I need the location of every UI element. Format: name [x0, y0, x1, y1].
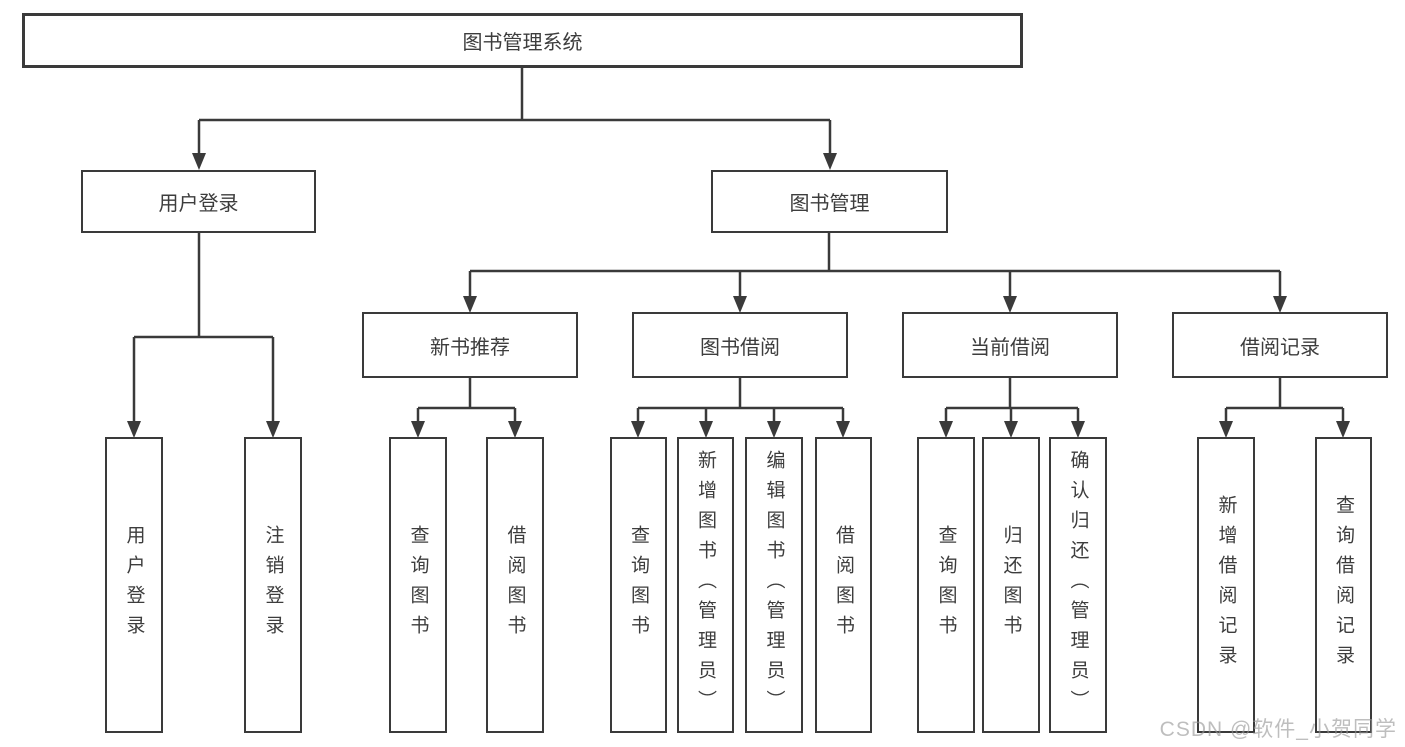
leaf-confirm-return-admin: 确认归还（管理员） [1049, 437, 1107, 733]
leaf-query-books-1: 查询图书 [389, 437, 447, 733]
node-label: 图书管理 [789, 193, 870, 215]
leaf-borrow-books-2: 借阅图书 [815, 437, 872, 733]
leaf-label: 新增借阅记录 [1215, 495, 1237, 675]
leaf-user-login: 用户登录 [105, 437, 163, 733]
leaf-label: 注销登录 [262, 525, 284, 645]
node-label: 新书推荐 [430, 336, 510, 359]
node-library-management-system: 图书管理系统 [22, 13, 1023, 68]
leaf-query-books-3: 查询图书 [917, 437, 975, 733]
leaf-label: 查询图书 [628, 525, 649, 645]
node-current-borrowing: 当前借阅 [902, 312, 1118, 378]
leaf-logout: 注销登录 [244, 437, 302, 733]
node-label: 借阅记录 [1240, 336, 1320, 359]
leaf-edit-books-admin: 编辑图书（管理员） [745, 437, 803, 733]
node-label: 用户登录 [158, 193, 239, 215]
node-label: 图书管理系统 [462, 32, 583, 54]
leaf-label: 用户登录 [123, 525, 145, 645]
leaf-label: 借阅图书 [504, 525, 526, 645]
leaf-label: 确认归还（管理员） [1067, 450, 1089, 720]
leaf-borrow-books-1: 借阅图书 [486, 437, 544, 733]
node-user-login: 用户登录 [81, 170, 316, 233]
node-book-borrowing: 图书借阅 [632, 312, 848, 378]
leaf-label: 归还图书 [1000, 525, 1022, 645]
leaf-return-books: 归还图书 [982, 437, 1040, 733]
leaf-label: 查询图书 [935, 525, 957, 645]
node-new-book-recommend: 新书推荐 [362, 312, 578, 378]
node-label: 图书借阅 [700, 336, 780, 359]
csdn-watermark: CSDN @软件_小贺同学 [1159, 718, 1397, 741]
leaf-label: 新增图书（管理员） [695, 450, 716, 720]
leaf-query-borrow-record: 查询借阅记录 [1315, 437, 1372, 733]
leaf-label: 查询借阅记录 [1333, 495, 1354, 675]
arrowheads [127, 153, 1350, 438]
node-borrowing-records: 借阅记录 [1172, 312, 1388, 378]
leaf-add-borrow-record: 新增借阅记录 [1197, 437, 1255, 733]
leaf-label: 查询图书 [407, 525, 429, 645]
node-label: 当前借阅 [970, 336, 1050, 359]
leaf-add-books-admin: 新增图书（管理员） [677, 437, 734, 733]
leaf-label: 编辑图书（管理员） [763, 450, 785, 720]
node-book-management: 图书管理 [711, 170, 948, 233]
leaf-query-books-2: 查询图书 [610, 437, 667, 733]
leaf-label: 借阅图书 [833, 525, 854, 645]
